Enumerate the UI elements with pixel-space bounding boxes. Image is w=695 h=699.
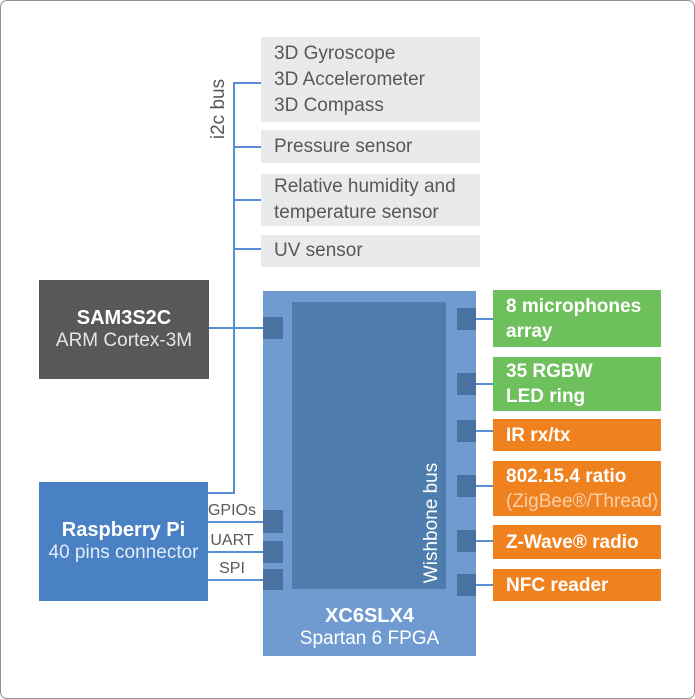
peripheral-label: LED ring [506, 386, 586, 407]
wire-sam-fpga [209, 327, 265, 329]
sensor-label: Relative humidity and [274, 176, 456, 197]
peripheral-led-ring: 35 RGBW LED ring [493, 357, 661, 411]
sam3s2c-subtitle: ARM Cortex-3M [55, 330, 193, 351]
raspberry-pi-subtitle: 40 pins connector [48, 542, 199, 563]
raspberry-pi-block: Raspberry Pi 40 pins connector [39, 482, 208, 601]
peripheral-zwave: Z-Wave® radio [493, 525, 661, 559]
uart-bus-label: UART [210, 532, 254, 549]
fpga-core [292, 302, 446, 589]
connector-nfc [457, 574, 476, 596]
i2c-branch-pressure [233, 146, 261, 148]
wire-uart [208, 551, 265, 553]
wire-gpios [208, 521, 265, 523]
peripheral-nfc: NFC reader [493, 569, 661, 601]
connector-zwave [457, 530, 476, 552]
i2c-branch-gyroscope [233, 82, 261, 84]
sensor-box-imu: 3D Gyroscope 3D Accelerometer 3D Compass [261, 37, 480, 122]
connector-uart [263, 541, 283, 563]
spi-bus-label: SPI [219, 560, 245, 577]
sensor-label: Pressure sensor [274, 135, 413, 157]
i2c-branch-humidity [233, 199, 261, 201]
connector-gpios [263, 510, 283, 533]
connector-sam [263, 317, 283, 339]
wire-spi [208, 579, 265, 581]
connector-led-ring [457, 373, 476, 395]
peripheral-label: 8 microphones [506, 295, 642, 317]
sensor-label: UV sensor [274, 240, 363, 261]
connector-ir [457, 420, 476, 442]
i2c-bus-line [233, 82, 235, 494]
peripheral-label: 802.15.4 ratio [506, 465, 627, 487]
peripheral-802154: 802.15.4 ratio (ZigBee®/Thread) [493, 461, 661, 516]
fpga-title: XC6SLX4 [325, 605, 414, 627]
sensor-label: 3D Accelerometer [274, 68, 426, 90]
gpios-bus-label: GPIOs [207, 502, 256, 519]
sensor-box-pressure: Pressure sensor [261, 130, 480, 163]
i2c-branch-uv [233, 248, 261, 250]
peripheral-label: NFC reader [506, 574, 609, 596]
i2c-branch-rpi [208, 492, 235, 494]
peripheral-label: array [506, 320, 553, 342]
sam3s2c-title: SAM3S2C [76, 307, 172, 329]
raspberry-pi-title: Raspberry Pi [61, 519, 186, 541]
sensor-box-humidity: Relative humidity and temperature sensor [261, 174, 480, 226]
connector-spi [263, 569, 283, 590]
peripheral-sublabel: (ZigBee®/Thread) [506, 490, 659, 512]
peripheral-label: IR rx/tx [506, 424, 571, 446]
wishbone-bus-label: Wishbone bus [421, 462, 442, 584]
sensor-label: 3D Gyroscope [274, 42, 396, 64]
sensor-label: 3D Compass [274, 94, 384, 116]
sensor-box-uv: UV sensor [261, 235, 480, 267]
peripheral-microphones: 8 microphones array [493, 290, 661, 347]
i2c-bus-label: i2c bus [208, 78, 229, 140]
connector-802154 [457, 475, 476, 497]
peripheral-ir: IR rx/tx [493, 419, 661, 451]
peripheral-label: Z-Wave® radio [506, 531, 639, 553]
fpga-subtitle: Spartan 6 FPGA [299, 628, 440, 649]
sam3s2c-block: SAM3S2C ARM Cortex-3M [39, 280, 209, 379]
sensor-label: temperature sensor [274, 202, 439, 223]
peripheral-label: 35 RGBW [506, 361, 593, 382]
connector-microphones [457, 308, 476, 330]
